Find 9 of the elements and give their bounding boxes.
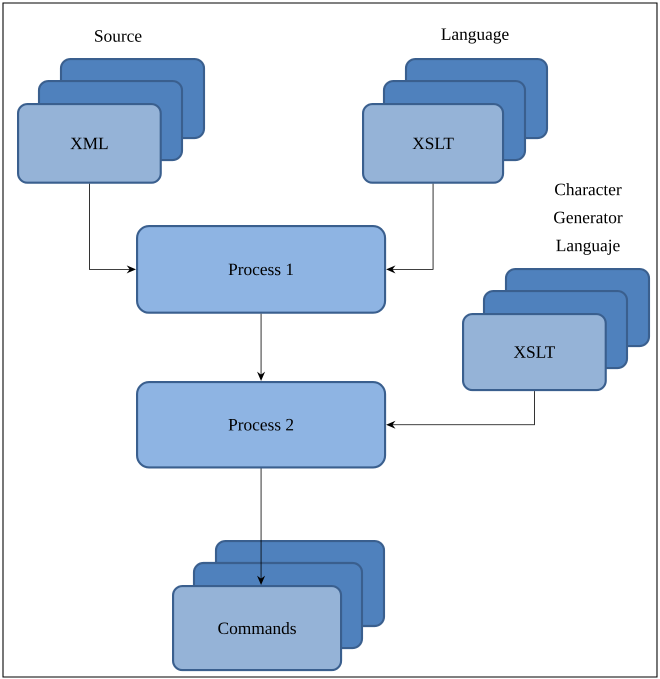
stacked-card: XML [17, 58, 206, 184]
stacked-card: XSLT [462, 268, 650, 392]
heading: Language [441, 28, 509, 44]
process-box: Process 2 [136, 381, 386, 468]
process-box: Process 1 [136, 225, 386, 314]
stacked-card: XSLT [362, 58, 548, 184]
heading: Character Generator Languaje [554, 183, 622, 255]
heading: Source [95, 30, 142, 42]
stacked-card: Commands [172, 540, 386, 672]
